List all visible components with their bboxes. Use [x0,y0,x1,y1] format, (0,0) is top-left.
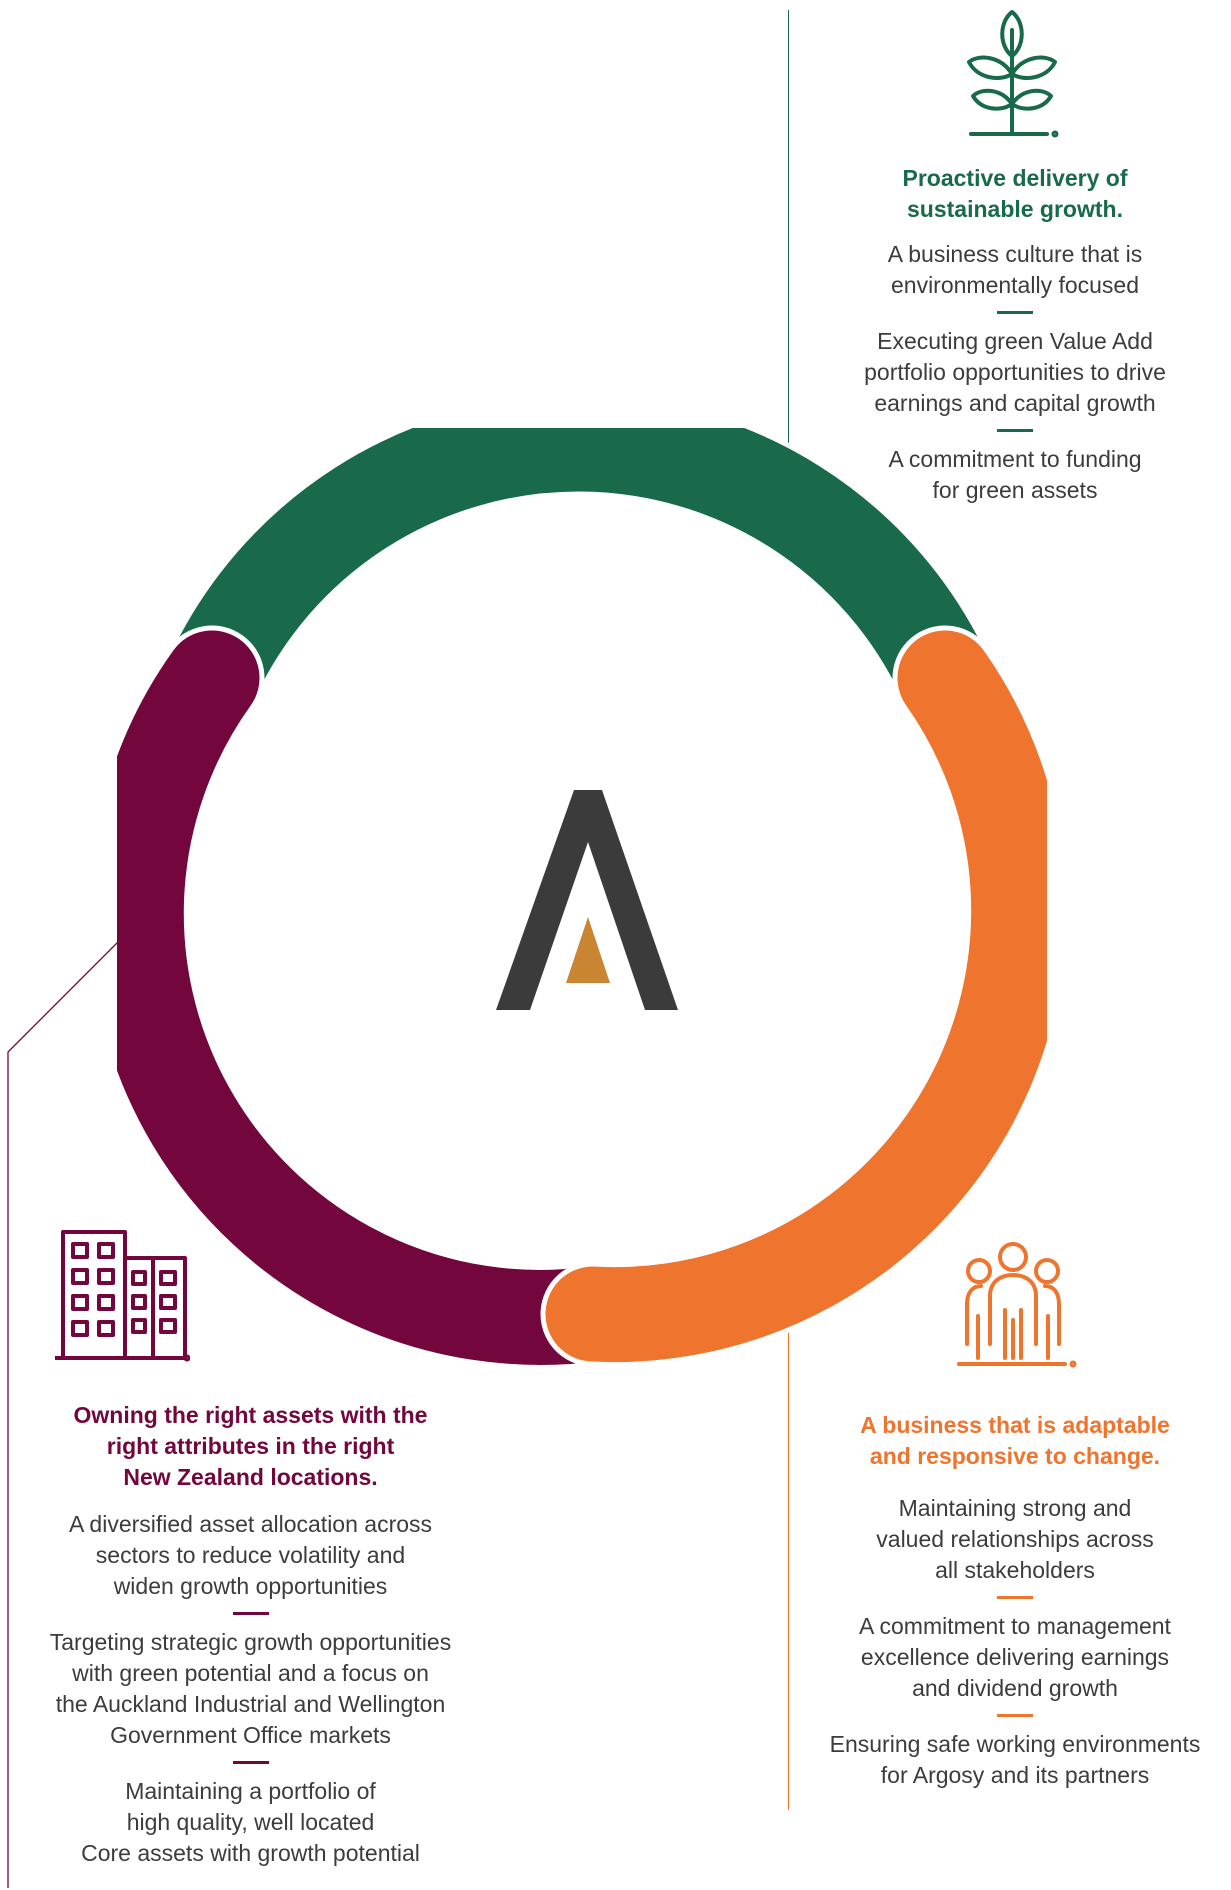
item-line: A diversified asset allocation across [68,1511,433,1537]
argosy-logo-icon [496,790,678,1010]
item-line: earnings and capital growth [874,390,1156,416]
heading-line: sustainable growth. [907,196,1123,222]
green-segment: Green [159,428,998,741]
item-line: Maintaining strong and [898,1495,1132,1521]
resilient-panel-heading: A business that is adaptable and respons… [800,1410,1230,1472]
ring-label-resilient: Resilient [810,743,941,952]
diversified-item: Targeting strategic growth opportunities… [18,1627,483,1751]
item-line: Core assets with growth potential [81,1840,420,1866]
green-item: Executing green Value Add portfolio oppo… [825,326,1205,419]
ring-label-diversified: Diversified [334,871,522,1103]
resilient-panel: A business that is adaptable and respons… [800,1410,1230,1791]
item-line: for Argosy and its partners [880,1762,1150,1788]
ring-label-green: Green [602,677,764,741]
item-line: excellence delivering earnings [860,1644,1170,1670]
item-line: Ensuring safe working environments [829,1731,1201,1757]
item-line: and dividend growth [912,1675,1118,1701]
item-line: high quality, well located [126,1809,375,1835]
item-line: A business culture that is [887,241,1143,267]
item-line: the Auckland Industrial and Wellington [55,1691,446,1717]
item-line: A commitment to funding [888,446,1142,472]
diversified-item: Maintaining a portfolio of high quality,… [18,1776,483,1869]
heading-line: Proactive delivery of [902,165,1128,191]
divider [997,311,1033,314]
diversified-item: A diversified asset allocation across se… [18,1509,483,1602]
diversified-panel-heading: Owning the right assets with the right a… [18,1400,483,1493]
green-item: A business culture that is environmental… [825,239,1205,301]
item-line: for green assets [932,477,1098,503]
item-line: portfolio opportunities to drive [864,359,1166,385]
value-ring-diagram: Green Diversified Resilient [117,428,1047,1370]
item-line: Maintaining a portfolio of [125,1778,376,1804]
item-line: valued relationships across [876,1526,1154,1552]
resilient-item: Ensuring safe working environments for A… [800,1729,1230,1791]
resilient-item: Maintaining strong and valued relationsh… [800,1493,1230,1586]
plant-icon [967,10,1059,138]
item-line: environmentally focused [890,272,1140,298]
green-connector-line [788,10,789,480]
resilient-item: A commitment to management excellence de… [800,1611,1230,1704]
heading-line: Owning the right assets with the [73,1402,428,1428]
item-line: with green potential and a focus on [72,1660,429,1686]
item-line: Executing green Value Add [877,328,1153,354]
item-line: sectors to reduce volatility and [95,1542,406,1568]
heading-line: New Zealand locations. [123,1464,378,1490]
diversified-panel: Owning the right assets with the right a… [18,1400,483,1869]
green-panel: Proactive delivery of sustainable growth… [825,163,1205,506]
item-line: all stakeholders [935,1557,1095,1583]
green-panel-heading: Proactive delivery of sustainable growth… [825,163,1205,225]
diversified-connector-line [7,931,129,1888]
item-line: widen growth opportunities [113,1573,388,1599]
divider [997,429,1033,432]
heading-line: right attributes in the right [106,1433,395,1459]
item-line: A commitment to management [859,1613,1171,1639]
green-item: A commitment to funding for green assets [825,444,1205,506]
heading-line: and responsive to change. [869,1443,1161,1469]
people-group-icon [957,1242,1077,1368]
buildings-icon [55,1230,190,1362]
divider [997,1714,1033,1717]
divider [232,1612,269,1615]
item-line: Government Office markets [110,1722,391,1748]
resilient-connector-line [788,1320,789,1810]
item-line: Targeting strategic growth opportunities [49,1629,452,1655]
divider [997,1596,1033,1599]
heading-line: A business that is adaptable [860,1412,1170,1438]
divider [232,1761,269,1764]
